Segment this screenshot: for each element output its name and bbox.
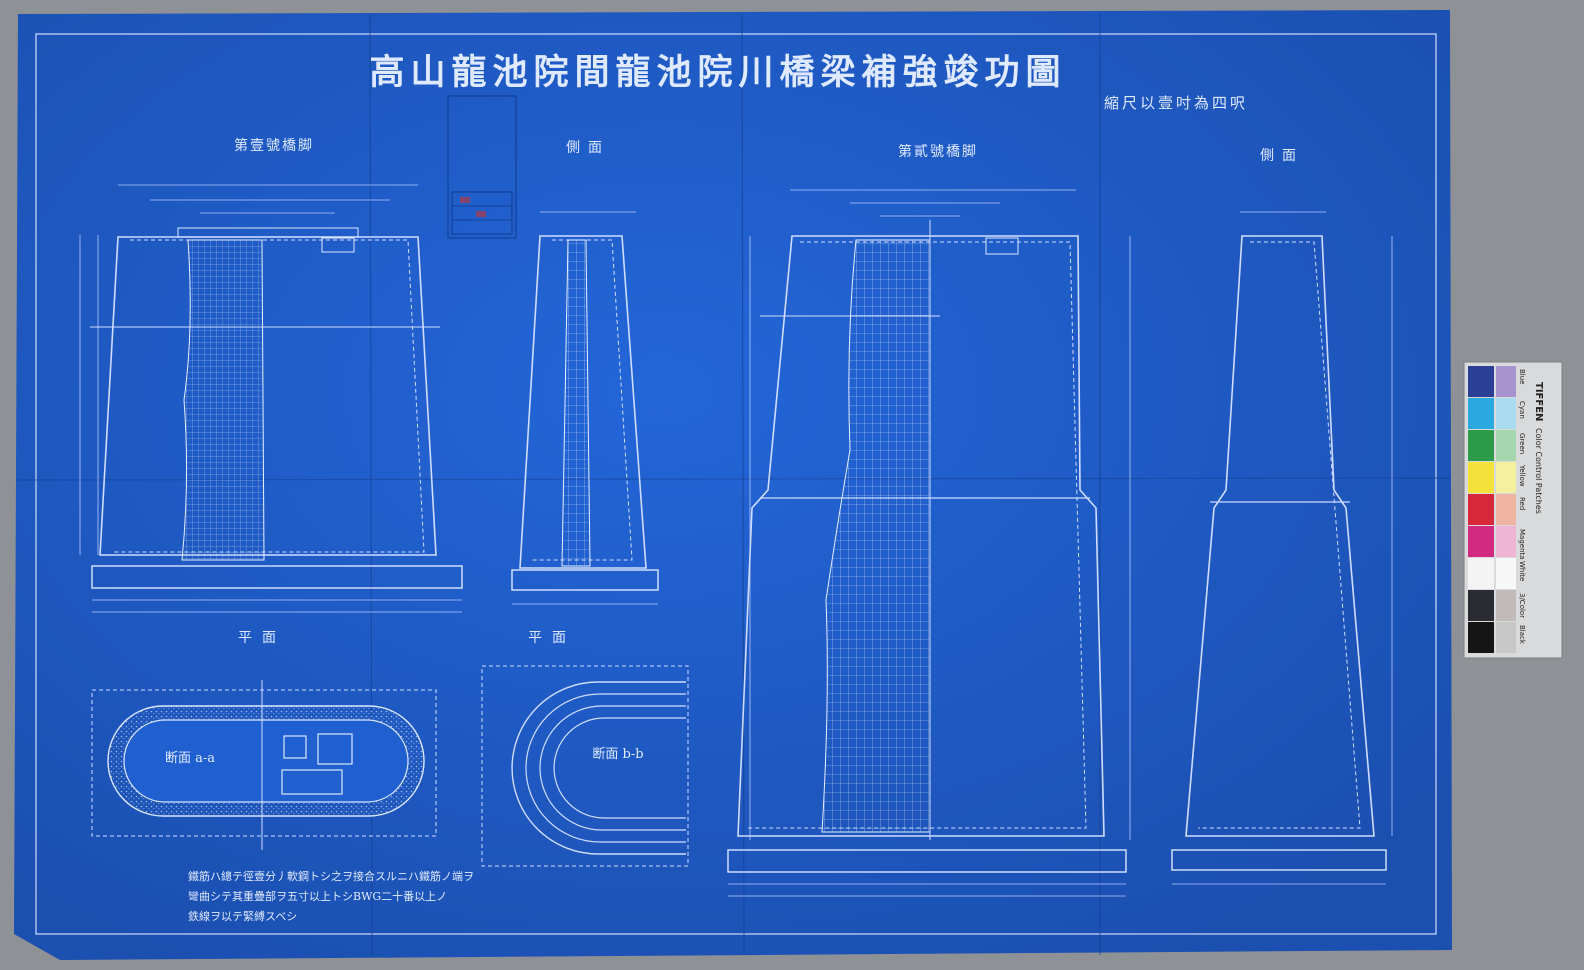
construction-notes: 鐵筋ハ總テ徑壹分丿軟鋼トシ之ヲ接合スルニハ鐵筋ノ端ヲ 彎曲シテ其重疊部ヲ五寸以上… — [188, 869, 474, 923]
reinforcement-section — [181, 239, 265, 561]
pier2-front-elevation: 第貳號橋脚 — [727, 143, 1131, 897]
pier2-side-body — [1185, 235, 1375, 837]
view-label-plan-a: 平面 — [238, 630, 286, 646]
color-patch — [1468, 590, 1494, 621]
bridge-bearing — [177, 227, 359, 238]
tint-patch — [1496, 558, 1516, 589]
note-line: 彎曲シテ其重疊部ヲ五寸以上トシBWG二十番以上ノ — [188, 889, 447, 903]
plan-a-opening — [317, 733, 353, 765]
patch-label: White — [1518, 561, 1526, 581]
patch-label: Cyan — [1518, 401, 1526, 419]
patch-label: Red — [1518, 497, 1526, 510]
pier1-inner-line — [112, 239, 425, 553]
plan-view-b: 平面 断面 b-b — [481, 630, 689, 867]
color-patch — [1468, 622, 1494, 653]
color-patch — [1468, 366, 1494, 397]
patch-label: Yellow — [1518, 464, 1526, 487]
patch-label: Blue — [1518, 369, 1526, 385]
plan-b-ring — [525, 693, 686, 843]
note-line: 鉄線ヲ以テ緊縛スベシ — [188, 909, 297, 923]
view-label-pier1-side: 側面 — [566, 140, 610, 156]
tint-patch — [1496, 590, 1516, 621]
color-patch — [1468, 526, 1494, 557]
bearing-block — [985, 237, 1019, 255]
drawing-title: 高山龍池院間龍池院川橋梁補強竣功圖 — [369, 52, 1066, 93]
view-label-plan-b: 平面 — [528, 630, 576, 646]
pier1-side-footing — [511, 569, 659, 591]
color-patch — [1468, 398, 1494, 429]
reinforcement-strip — [561, 239, 591, 567]
plan-b-ring — [553, 717, 686, 819]
section-label-a: 断面 a-a — [165, 751, 215, 766]
patch-label: 3/Color — [1518, 593, 1526, 618]
color-patch — [1468, 462, 1494, 493]
color-patch — [1468, 558, 1494, 589]
plan-a-inner-shell — [123, 719, 409, 803]
plan-a-opening — [281, 769, 343, 795]
approval-stamp — [447, 95, 517, 239]
bearing-block — [321, 237, 355, 253]
card-brand: TIFFEN — [1533, 382, 1544, 421]
section-label-b: 断面 b-b — [592, 747, 643, 762]
scale-note: 縮尺以壹吋為四呎 — [1104, 94, 1248, 112]
pier1-footing — [91, 565, 463, 589]
color-patch — [1468, 494, 1494, 525]
note-line: 鐵筋ハ總テ徑壹分丿軟鋼トシ之ヲ接合スルニハ鐵筋ノ端ヲ — [188, 869, 474, 883]
tint-patch — [1496, 430, 1516, 461]
sheet-border — [35, 33, 1437, 935]
tint-patch — [1496, 622, 1516, 653]
color-patch — [1468, 430, 1494, 461]
patch-label: Magenta — [1518, 529, 1526, 560]
tint-patch — [1496, 366, 1516, 397]
plan-a-opening — [283, 735, 307, 759]
pier2-side-inner — [1198, 241, 1361, 829]
pier2-side-elevation: 側面 — [1171, 148, 1393, 885]
pier2-body — [737, 235, 1105, 837]
plan-b-ring — [539, 705, 686, 831]
pier2-footing — [727, 849, 1127, 873]
plan-b-ring — [511, 681, 686, 855]
patch-label: Green — [1518, 433, 1526, 454]
tint-patch — [1496, 494, 1516, 525]
view-label-pier2-side: 側面 — [1260, 148, 1304, 164]
plan-a-footing-outline — [91, 689, 437, 837]
patch-label: Black — [1518, 625, 1526, 645]
pier1-front-elevation: 第壹號橋脚 — [79, 137, 463, 613]
tint-patch — [1496, 462, 1516, 493]
pier1-side-elevation: 側面 — [511, 140, 659, 605]
view-label-pier2: 第貳號橋脚 — [898, 143, 978, 160]
reinforcement-section — [821, 239, 931, 833]
plan-view-a: 平面 断面 a-a — [91, 630, 437, 850]
pier1-side-body — [519, 235, 647, 569]
pier2-side-footing — [1171, 849, 1387, 871]
tint-patch — [1496, 398, 1516, 429]
card-title: Color Control Patches — [1534, 428, 1543, 514]
fold-line — [741, 13, 745, 956]
view-label-pier1: 第壹號橋脚 — [234, 137, 314, 154]
tint-patch — [1496, 526, 1516, 557]
